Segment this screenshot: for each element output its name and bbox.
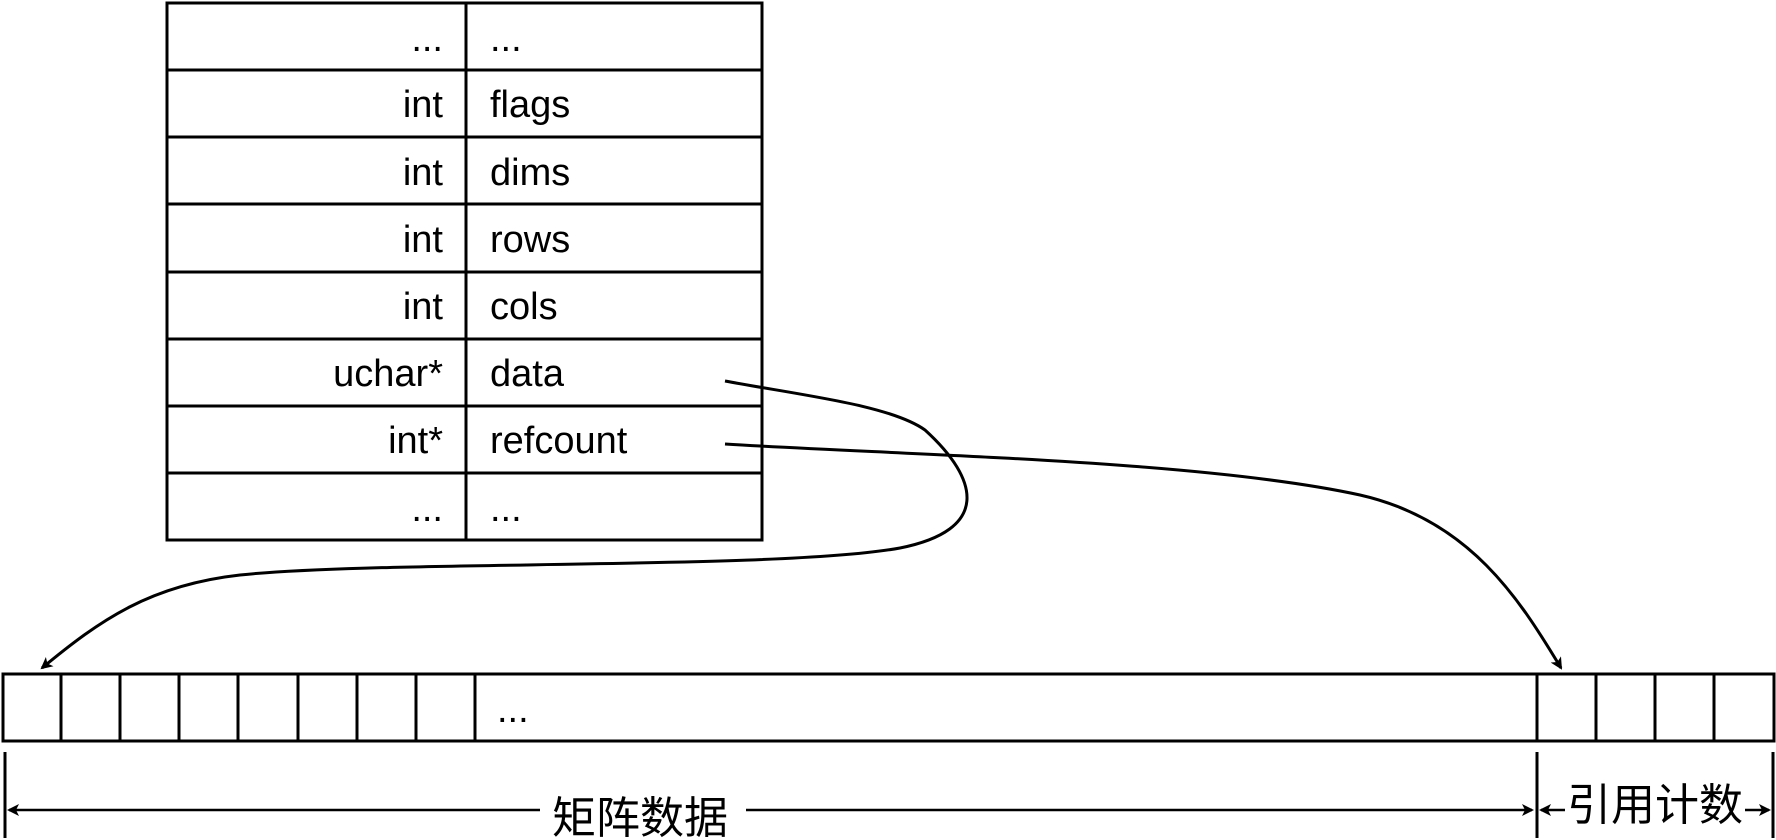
struct-row-1-name: flags (490, 84, 570, 126)
matrix-data-label: 矩阵数据 (552, 793, 728, 840)
struct-row-4-name: cols (490, 286, 558, 328)
refcount-pointer-arrow (724, 442, 1563, 670)
struct-row-0-name: ... (490, 18, 522, 60)
pointer-arrows (40, 379, 1563, 670)
struct-table: ... ... int flags int dims int rows int … (165, 1, 764, 542)
struct-row-1-type: int (403, 84, 444, 126)
struct-row-2-name: dims (490, 152, 570, 194)
struct-row-3-name: rows (490, 219, 570, 261)
struct-row-4-type: int (403, 286, 444, 328)
buffer-ellipsis: ... (497, 689, 529, 731)
struct-row-6-name: refcount (490, 420, 628, 462)
struct-row-6-type: int* (388, 420, 443, 462)
refcount-label: 引用计数 (1567, 780, 1743, 831)
struct-row-3-type: int (403, 219, 444, 261)
struct-row-5-name: data (490, 353, 565, 395)
dimension-lines: 矩阵数据 引用计数 (3, 752, 1775, 840)
struct-row-0-type: ... (411, 18, 443, 60)
memory-buffer: ... (1, 672, 1776, 743)
struct-row-2-type: int (403, 152, 444, 194)
memory-buffer-border (1, 672, 1776, 743)
struct-row-5-type: uchar* (333, 353, 443, 395)
struct-row-7-name: ... (490, 488, 522, 530)
data-pointer-arrow (40, 379, 969, 670)
struct-row-7-type: ... (411, 488, 443, 530)
